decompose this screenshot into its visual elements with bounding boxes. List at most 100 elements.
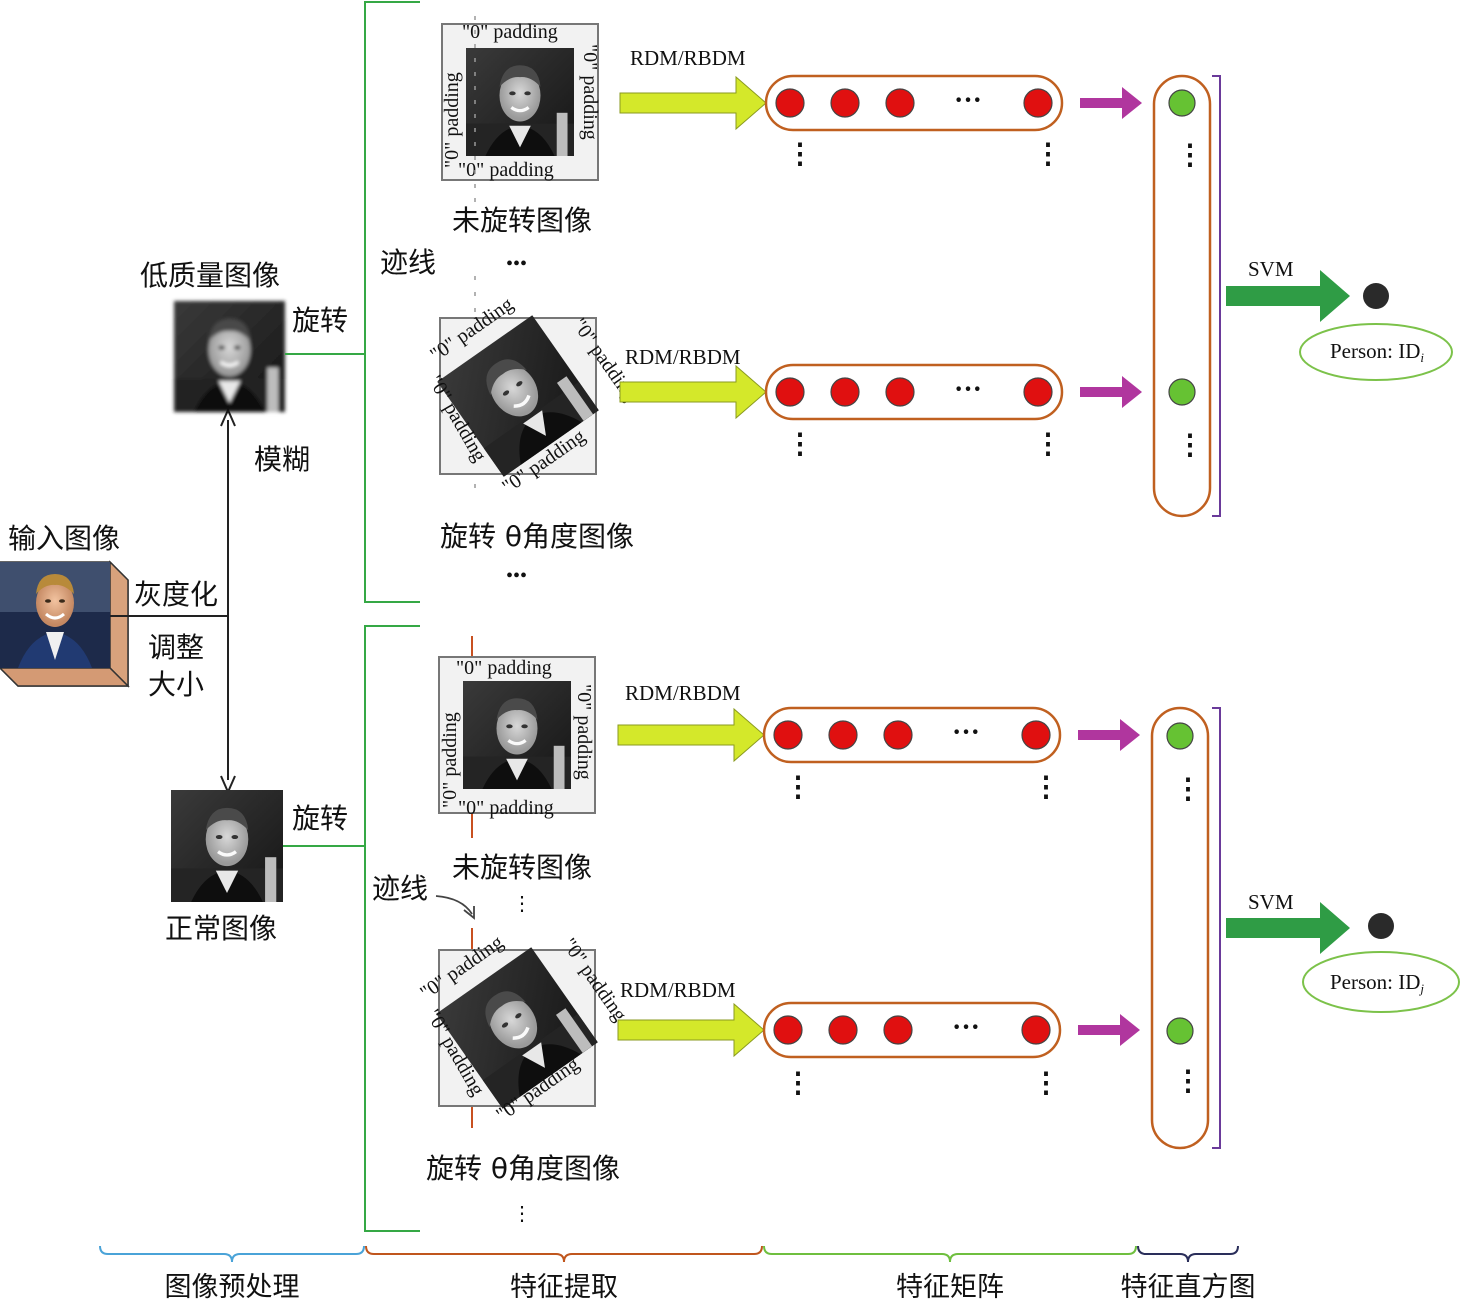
svm-label-top: SVM [1248, 257, 1294, 281]
feature-node [775, 88, 805, 118]
trace-pointer-arrow [435, 895, 473, 915]
resize-label-line1: 调整 [148, 631, 204, 664]
feature-arrow [617, 707, 765, 763]
feature-node [885, 88, 915, 118]
feature-node [1021, 720, 1051, 750]
input-photo [0, 560, 130, 688]
rotate-label-bottom: 旋转 [292, 802, 348, 835]
feature-node [885, 377, 915, 407]
padding-label: "0" padding [439, 712, 461, 808]
pad-box-unrotated-bottom [439, 657, 595, 813]
stage-label: 特征提取 [510, 1272, 618, 1303]
vdots: ⋮ [1176, 140, 1204, 171]
person-id-ellipse-bottom [1302, 951, 1460, 1013]
vdots: ⋮ [1034, 139, 1062, 170]
pad-box-unrotated-top [442, 24, 598, 180]
person-id-ellipse-top [1299, 323, 1453, 381]
padding-label: "0" padding [441, 72, 463, 168]
histogram-node [1168, 89, 1196, 117]
trace-label-top: 迹线 [380, 246, 436, 279]
method-label: RDM/RBDM [630, 46, 746, 70]
svm-arrow-bottom [1226, 902, 1350, 954]
feature-node [775, 377, 805, 407]
padding-label: "0" padding [573, 684, 595, 780]
vdots: ⋮ [1174, 1066, 1202, 1097]
histogram-node [1166, 722, 1194, 750]
vdots: ⋮ [1174, 774, 1202, 805]
stage-label: 特征矩阵 [896, 1272, 1004, 1303]
rotated-label-bottom: 旋转 θ角度图像 [426, 1152, 620, 1185]
histogram-node [1168, 378, 1196, 406]
normal-image-label: 正常图像 [165, 912, 277, 945]
method-label: RDM/RBDM [620, 978, 736, 1002]
svm-label-bottom: SVM [1248, 890, 1294, 914]
svm-arrow-top [1226, 270, 1350, 322]
padding-label: "0" padding [458, 797, 554, 819]
method-label: RDM/RBDM [625, 681, 741, 705]
vdots: ⋮ [1032, 772, 1060, 803]
feature-node [830, 377, 860, 407]
rotated-label-top: 旋转 θ角度图像 [440, 520, 634, 553]
padding-label: "0" padding [462, 21, 558, 43]
method-label: RDM/RBDM [625, 345, 741, 369]
person-id-label-bottom: Person: IDj [1330, 970, 1424, 996]
feature-node [883, 720, 913, 750]
feature-node [828, 1015, 858, 1045]
resize-label-line2: 大小 [148, 668, 204, 701]
stage-braces: 图像预处理 特征提取 特征矩阵 特征直方图 [99, 1245, 1256, 1303]
low-quality-label: 低质量图像 [140, 259, 280, 292]
feature-matrix-capsule [762, 706, 1062, 764]
vdots: ⋮ [786, 429, 814, 460]
feature-node [1023, 88, 1053, 118]
grayscale-label: 灰度化 [134, 578, 218, 611]
ellipsis: ••• [506, 565, 527, 587]
hdots: ··· [952, 717, 980, 748]
feature-node [773, 1015, 803, 1045]
feature-matrix-capsule [762, 1001, 1062, 1059]
stage-label: 特征直方图 [1121, 1272, 1256, 1303]
vdots: ⋮ [1176, 430, 1204, 461]
histogram-arrow [1080, 376, 1142, 408]
feature-node [1023, 377, 1053, 407]
feature-arrow [617, 1002, 765, 1058]
vdots: ⋮ [512, 1203, 532, 1225]
normal-image [169, 788, 285, 904]
person-id-label-top: Person: IDi [1330, 339, 1424, 365]
output-node-top [1363, 283, 1389, 309]
green-bracket-top [364, 1, 420, 603]
unrotated-label-bottom: 未旋转图像 [452, 851, 592, 884]
vdots: ⋮ [1032, 1068, 1060, 1099]
histogram-arrow [1078, 1014, 1140, 1046]
vdots: ⋮ [512, 893, 532, 915]
feature-node [828, 720, 858, 750]
green-bracket-bottom [364, 625, 420, 1232]
padding-label: "0" padding [456, 657, 552, 679]
padding-label: "0" padding [458, 159, 554, 181]
purple-bracket-bottom [1212, 707, 1221, 1149]
trace-label-bottom: 迹线 [372, 872, 428, 905]
feature-arrow [619, 364, 767, 420]
vdots: ⋮ [784, 1068, 812, 1099]
padding-label: "0" padding [579, 44, 601, 140]
low-quality-image [172, 299, 287, 414]
blur-label: 模糊 [254, 443, 310, 476]
hdots: ··· [954, 374, 982, 405]
histogram-capsule-bottom [1150, 706, 1210, 1150]
histogram-arrow [1078, 719, 1140, 751]
feature-node [883, 1015, 913, 1045]
feature-matrix-capsule [764, 74, 1064, 132]
feature-matrix-capsule [764, 363, 1064, 421]
stage-brace [99, 1245, 365, 1263]
histogram-capsule-top [1152, 74, 1212, 518]
stage-label: 图像预处理 [165, 1272, 300, 1303]
unrotated-label-top: 未旋转图像 [452, 204, 592, 237]
purple-bracket-top [1212, 75, 1221, 517]
input-image-label: 输入图像 [8, 522, 120, 555]
feature-node [773, 720, 803, 750]
feature-arrow [619, 75, 767, 131]
feature-node [830, 88, 860, 118]
vdots: ⋮ [786, 139, 814, 170]
hdots: ··· [954, 85, 982, 116]
hdots: ··· [952, 1012, 980, 1043]
